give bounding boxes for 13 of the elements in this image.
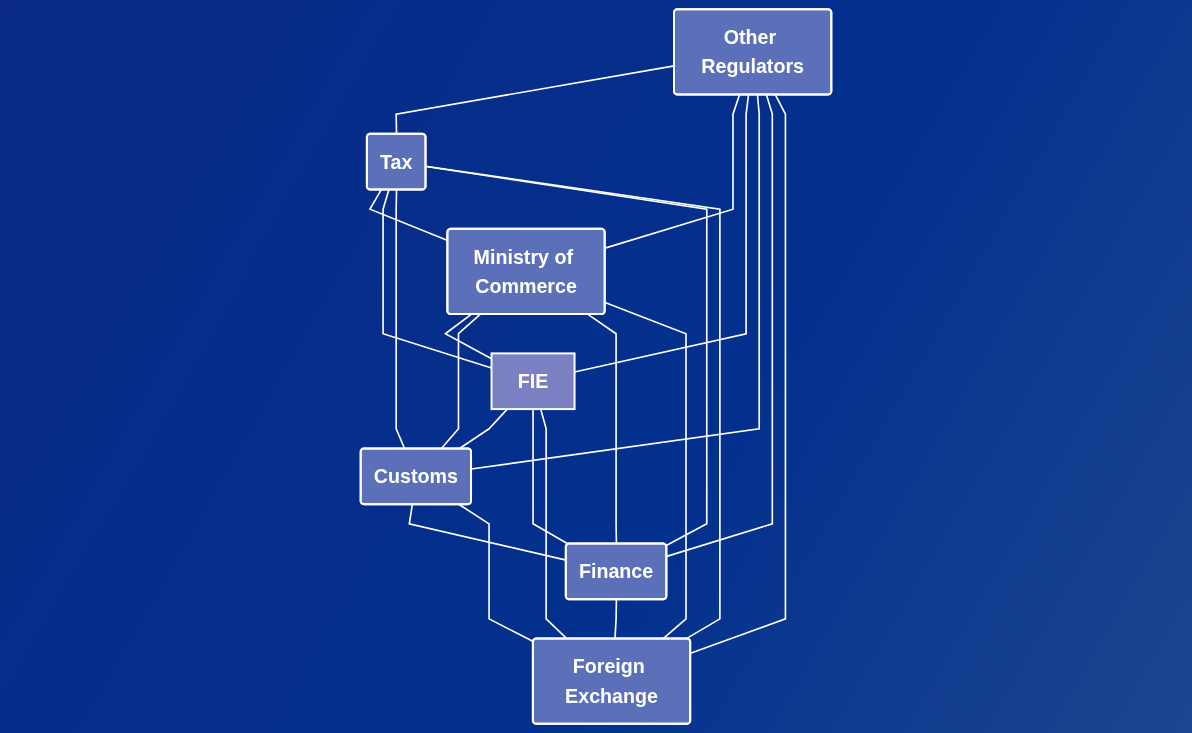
node-box: FIE xyxy=(490,352,576,411)
connector xyxy=(458,408,509,450)
connector xyxy=(458,503,535,643)
connector xyxy=(614,598,618,640)
connector xyxy=(395,189,406,450)
connector xyxy=(604,93,741,249)
connector xyxy=(587,313,618,545)
connector xyxy=(604,301,687,640)
connector xyxy=(425,165,708,547)
connector xyxy=(425,165,721,640)
connector xyxy=(532,408,569,545)
connector xyxy=(539,408,568,640)
connector xyxy=(440,313,481,450)
